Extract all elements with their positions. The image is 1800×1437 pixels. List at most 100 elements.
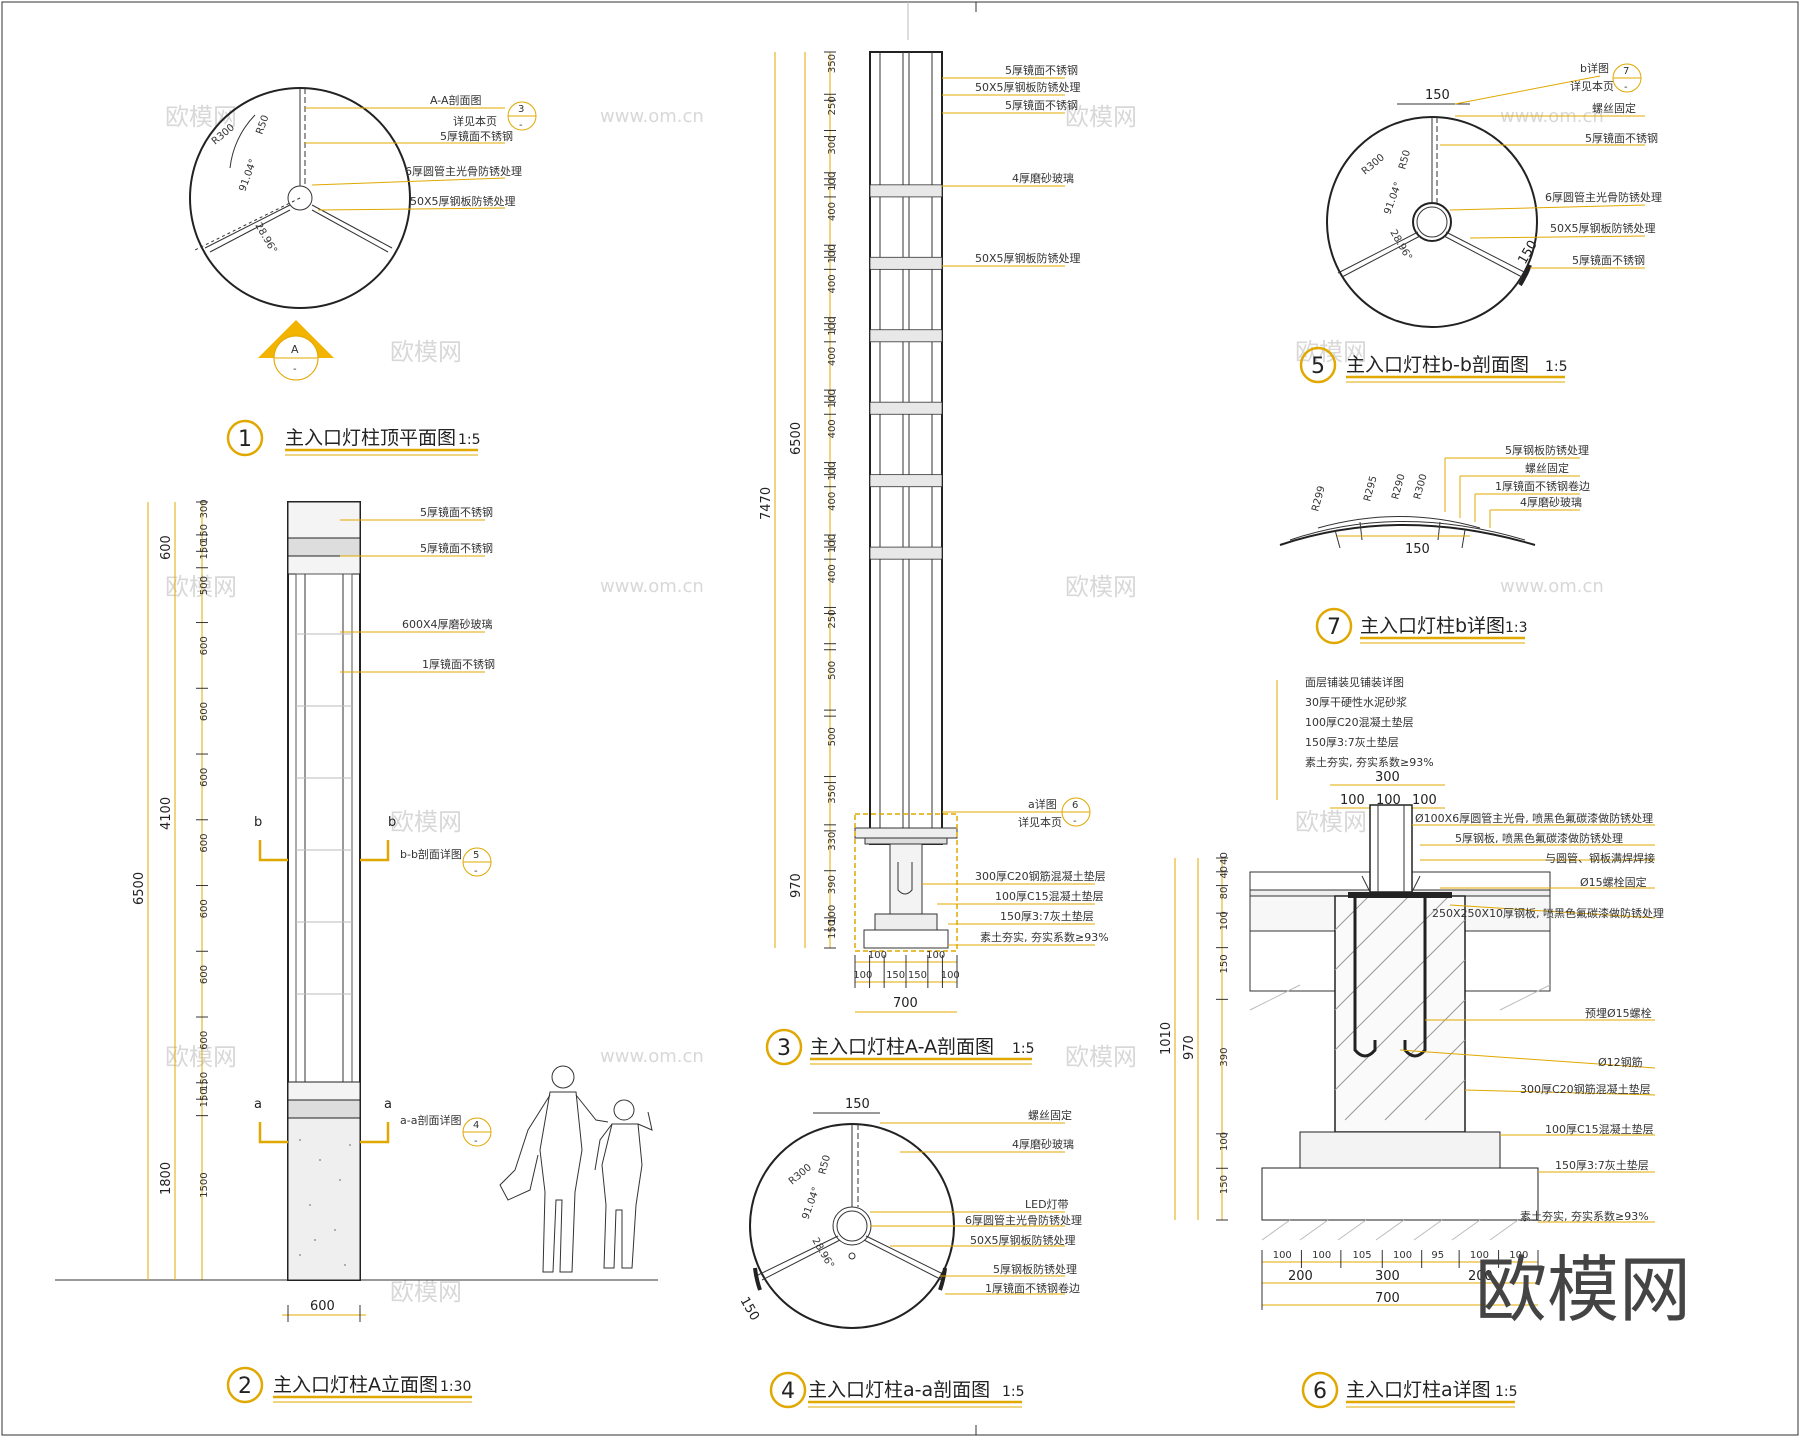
d2-dim-inner: 600	[199, 899, 210, 918]
drawing-num-2: 2	[238, 1374, 252, 1399]
d6-note-1: 30厚干硬性水泥砂浆	[1305, 695, 1407, 709]
d6-note-0: 面层铺装见铺装详图	[1305, 675, 1404, 689]
svg-text:-: -	[474, 866, 478, 877]
d3-band	[869, 401, 943, 415]
dim-r50: R50	[254, 114, 271, 136]
d2-dim-inner: 500	[199, 576, 210, 595]
d5-dim-angle-1: 91.04°	[1382, 181, 1404, 216]
d6-callout-10: 素土夯实, 夯实系数≥93%	[1520, 1209, 1649, 1223]
scale-d1: 1:5	[458, 432, 481, 448]
ref-aa-detail: a-a剖面详图	[400, 1113, 461, 1127]
cut-a-right: a	[384, 1097, 392, 1112]
section-marker-a: A	[291, 343, 299, 356]
d3-dim-inner: 500	[827, 661, 838, 680]
d4-dim-150b: 150	[737, 1295, 762, 1324]
callout-d4-1: 4厚磨砂玻璃	[1012, 1137, 1074, 1151]
d6-bottom-mid-0: 200	[1288, 1269, 1313, 1284]
cut-b-right: b	[388, 815, 396, 830]
d3-dim-inner: 330	[827, 832, 838, 851]
d6-callout-6: Ø12钢筋	[1598, 1055, 1643, 1069]
brand-logo: 欧模网	[1475, 1248, 1691, 1332]
callout-d3-1: 50X5厚钢板防锈处理	[975, 80, 1081, 94]
d7-dim-r300: R300	[1412, 473, 1429, 501]
watermark: 欧模网	[390, 338, 462, 366]
watermark-url: www.om.cn	[600, 576, 704, 597]
d3-dim-inner: 100	[827, 389, 838, 408]
d5-dim-150b: 150	[1515, 238, 1540, 267]
svg-text:-: -	[293, 364, 297, 375]
d3-bottom-dim: 150	[886, 970, 905, 981]
d6-left-dim: 40	[1219, 866, 1230, 879]
watermark-url: www.om.cn	[1500, 576, 1604, 597]
callout-see-page: 详见本页	[453, 114, 497, 128]
d6-bottom-mid-1: 300	[1375, 1269, 1400, 1284]
title-d4: 主入口灯柱a-a剖面图	[808, 1379, 990, 1401]
ref-a-detail: a详图	[1028, 797, 1057, 811]
watermark: 欧模网	[1065, 103, 1137, 131]
d2-dim-inner: 600	[199, 702, 210, 721]
d7-dim-r290: R290	[1390, 473, 1407, 501]
svg-text:-: -	[1073, 816, 1077, 827]
d6-callout-5: 预埋Ø15螺栓	[1585, 1006, 1652, 1020]
scale-figures	[499, 1065, 653, 1273]
scale-d2: 1:30	[440, 1379, 471, 1395]
d3-band	[869, 329, 943, 343]
dim-angle-1: 91.04°	[237, 158, 259, 193]
d6-left-dim: 150	[1219, 954, 1230, 973]
d2-dim-inner: 150	[199, 524, 210, 543]
drawing-num-3: 3	[777, 1036, 791, 1061]
watermark-url: www.om.cn	[600, 106, 704, 127]
d3-dim-inner: 400	[827, 492, 838, 511]
svg-text:7: 7	[1623, 66, 1629, 77]
d4-dim-150: 150	[845, 1097, 870, 1112]
d3-bottom-dim: 100	[868, 950, 887, 961]
d6-left-total: 1010	[1159, 1022, 1174, 1055]
d6-callout-9: 150厚3:7灰土垫层	[1555, 1158, 1649, 1172]
d4-dim-angle-1: 91.04°	[800, 1186, 822, 1221]
ref-num-3: 3	[518, 104, 524, 115]
callout-d5-6: 5厚镜面不锈钢	[1572, 253, 1645, 267]
d6-left-dim: 150	[1219, 1175, 1230, 1194]
d4-dim-r300: R300	[787, 1162, 814, 1187]
foot-callout-0: 300厚C20钢筋混凝土垫层	[975, 869, 1106, 883]
d3-dim-inner: 300	[827, 136, 838, 155]
d3-bottom-dim: 150	[908, 970, 927, 981]
svg-text:-: -	[519, 120, 523, 131]
d3-dim-inner: 150	[827, 920, 838, 939]
d2-dim-inner: 150	[199, 540, 210, 559]
drawing-num-4: 4	[781, 1379, 795, 1404]
d3-dim-inner: 400	[827, 202, 838, 221]
d6-bottom-total: 700	[1375, 1291, 1400, 1306]
svg-text:4: 4	[473, 1120, 479, 1131]
d3-dim-inner: 400	[827, 419, 838, 438]
scale-d4: 1:5	[1002, 1384, 1025, 1400]
d2-dim-total: 6500	[132, 872, 147, 905]
d6-left-dim: 100	[1219, 911, 1230, 930]
callout-d7-3: 4厚磨砂玻璃	[1520, 495, 1582, 509]
d3-dim-inner: 100	[827, 317, 838, 336]
d2-dim-inner: 300	[199, 499, 210, 518]
svg-text:-: -	[1624, 82, 1628, 93]
scale-d7: 1:3	[1505, 620, 1528, 636]
d6-bottom-mid-2: 200	[1468, 1269, 1493, 1284]
callout-d4-0: 螺丝固定	[1028, 1108, 1072, 1122]
d7-dim-150: 150	[1405, 542, 1430, 557]
callout-d5-3: 5厚镜面不锈钢	[1585, 131, 1658, 145]
d3-dim-inner: 100	[827, 244, 838, 263]
d2-dims-inner: 3001501505006006006006006006006001501501…	[199, 499, 210, 1197]
drawing-7-b-detail: 150 R299 R295 R290 R300 5厚钢板防锈处理 螺丝固定 1厚…	[1279, 443, 1590, 645]
d6-bottom-dim: 100	[1470, 1250, 1489, 1261]
d2-dim-mid-4100: 4100	[159, 797, 174, 830]
d6-bottom-dim: 105	[1353, 1250, 1372, 1261]
d3-dim-mid-6500: 6500	[789, 422, 804, 455]
d2-dim-inner: 600	[199, 965, 210, 984]
d6-left-dim: 100	[1219, 1132, 1230, 1151]
watermark: 欧模网	[390, 808, 462, 836]
d3-bands	[869, 184, 943, 560]
title-d7: 主入口灯柱b详图	[1360, 615, 1505, 637]
callout-d4-2: LED灯带	[1025, 1198, 1069, 1211]
cut-a-left: a	[254, 1097, 262, 1112]
ref-a-see-page: 详见本页	[1018, 815, 1062, 829]
